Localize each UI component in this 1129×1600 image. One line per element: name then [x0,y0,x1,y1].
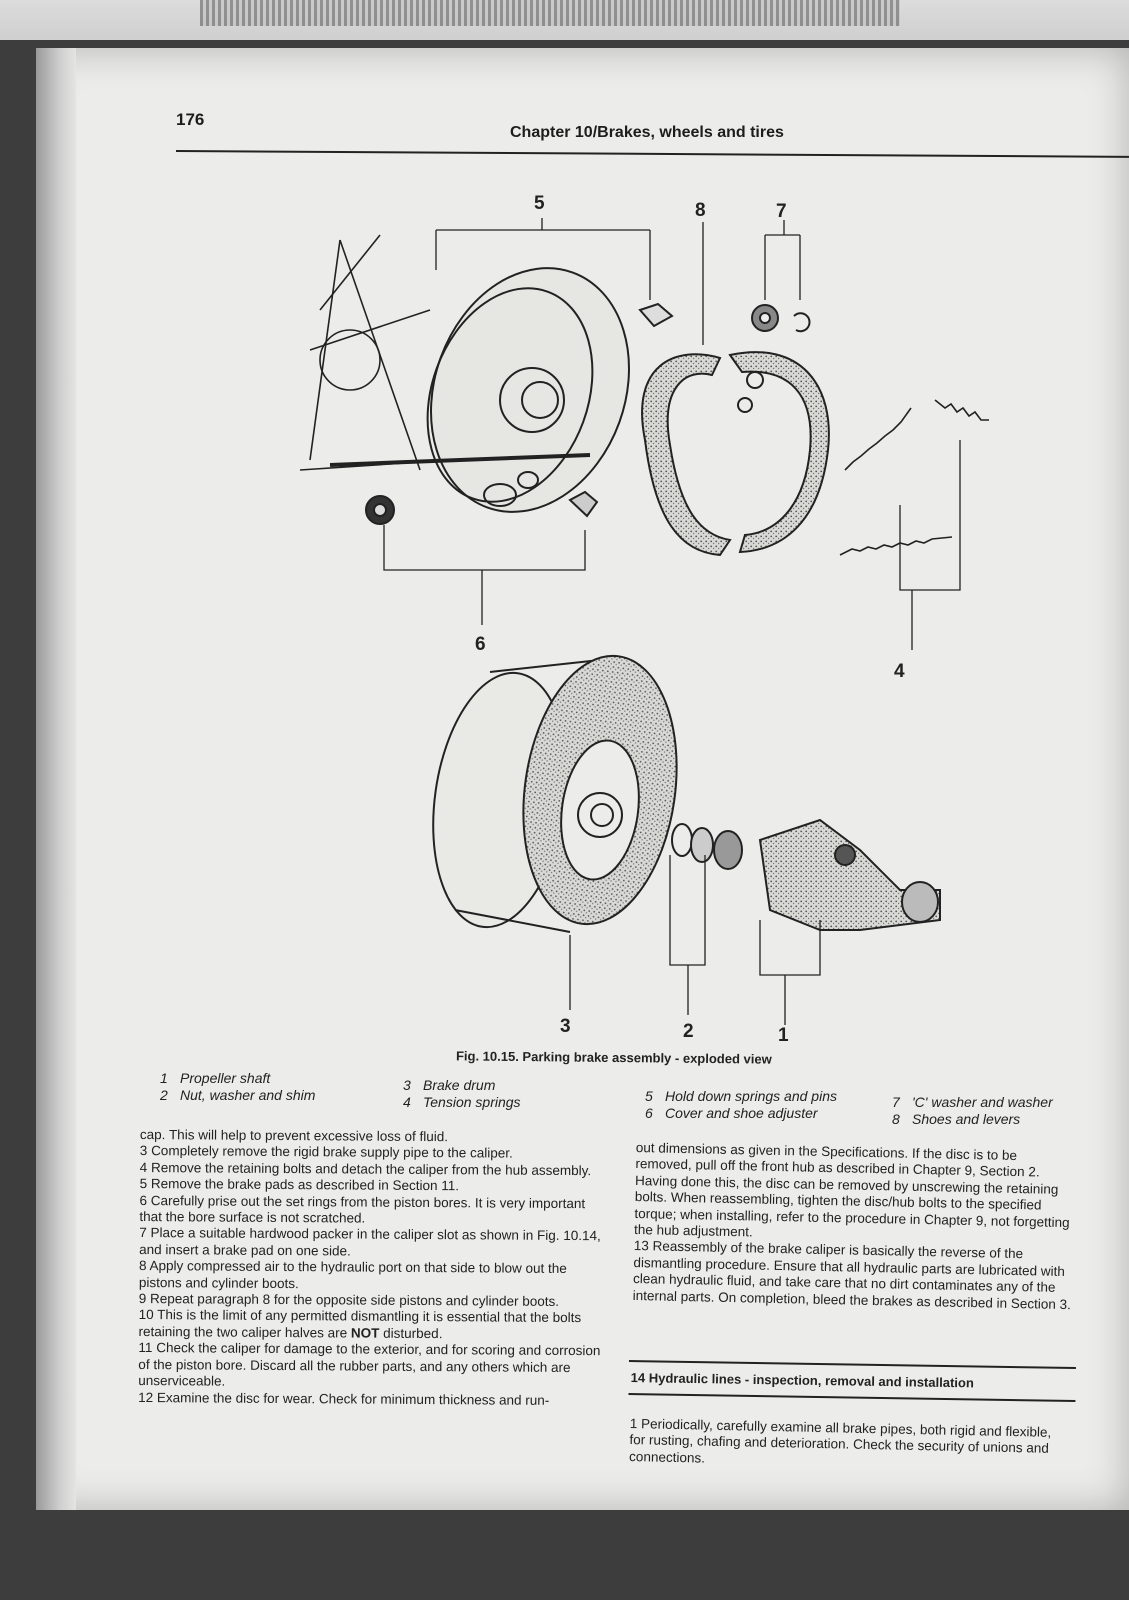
callout-3: 3 [560,1016,571,1037]
paragraph: 8 Apply compressed air to the hydraulic … [138,1258,567,1291]
legend-item: 7'C' washer and washer [892,1094,1053,1110]
callout-8: 8 [695,200,706,221]
page-header: 176 Chapter 10/Brakes, wheels and tires [175,108,1129,158]
callout-4: 4 [894,661,905,682]
paragraph: 11 Check the caliper for damage to the e… [138,1340,601,1389]
paragraph: 12 Examine the disc for wear. Check for … [138,1389,550,1408]
tension-springs [839,399,989,556]
callout-6: 6 [475,634,486,655]
callout-2: 2 [683,1021,694,1042]
page-stack-edge [36,48,76,1510]
leader-lines [383,218,961,1025]
paragraph: 13 Reassembly of the brake caliper is ba… [632,1238,1072,1312]
exploded-view-figure [299,190,1020,1050]
paragraph: out dimensions as given in the Specifica… [633,1140,1070,1240]
callout-1: 1 [778,1025,789,1046]
brake-shoes [641,351,830,557]
nut-washer-shim [671,823,743,870]
brake-drum [432,654,678,933]
paragraph: 7 Place a suitable hardwood packer in th… [139,1225,601,1259]
right-text-column: out dimensions as given in the Specifica… [633,1140,1076,1313]
paragraph-10: 10 This is the limit of any permitted di… [138,1307,582,1341]
parking-brake-drawing [299,218,989,1025]
paragraph: 6 Carefully prise out the set rings from… [139,1192,586,1226]
section-body: 1 Periodically, carefully examine all br… [629,1416,1070,1474]
callout-7: 7 [776,201,787,222]
scanner-top-edge [0,0,1129,40]
callout-5: 5 [534,193,545,214]
emphasis-not: NOT [350,1325,380,1341]
page-number: 176 [176,110,205,129]
backing-plate [329,267,630,513]
propeller-shaft [758,818,941,931]
paragraph: 1 Periodically, carefully examine all br… [628,1416,1052,1466]
scanner-binding [200,0,900,26]
header-rule [175,150,1129,158]
left-text-column: cap. This will help to prevent excessive… [138,1127,610,1409]
section-heading: 14 Hydraulic lines - inspection, removal… [628,1360,1076,1403]
chapter-title: Chapter 10/Brakes, wheels and tires [510,124,784,141]
chassis-frame [299,234,451,471]
